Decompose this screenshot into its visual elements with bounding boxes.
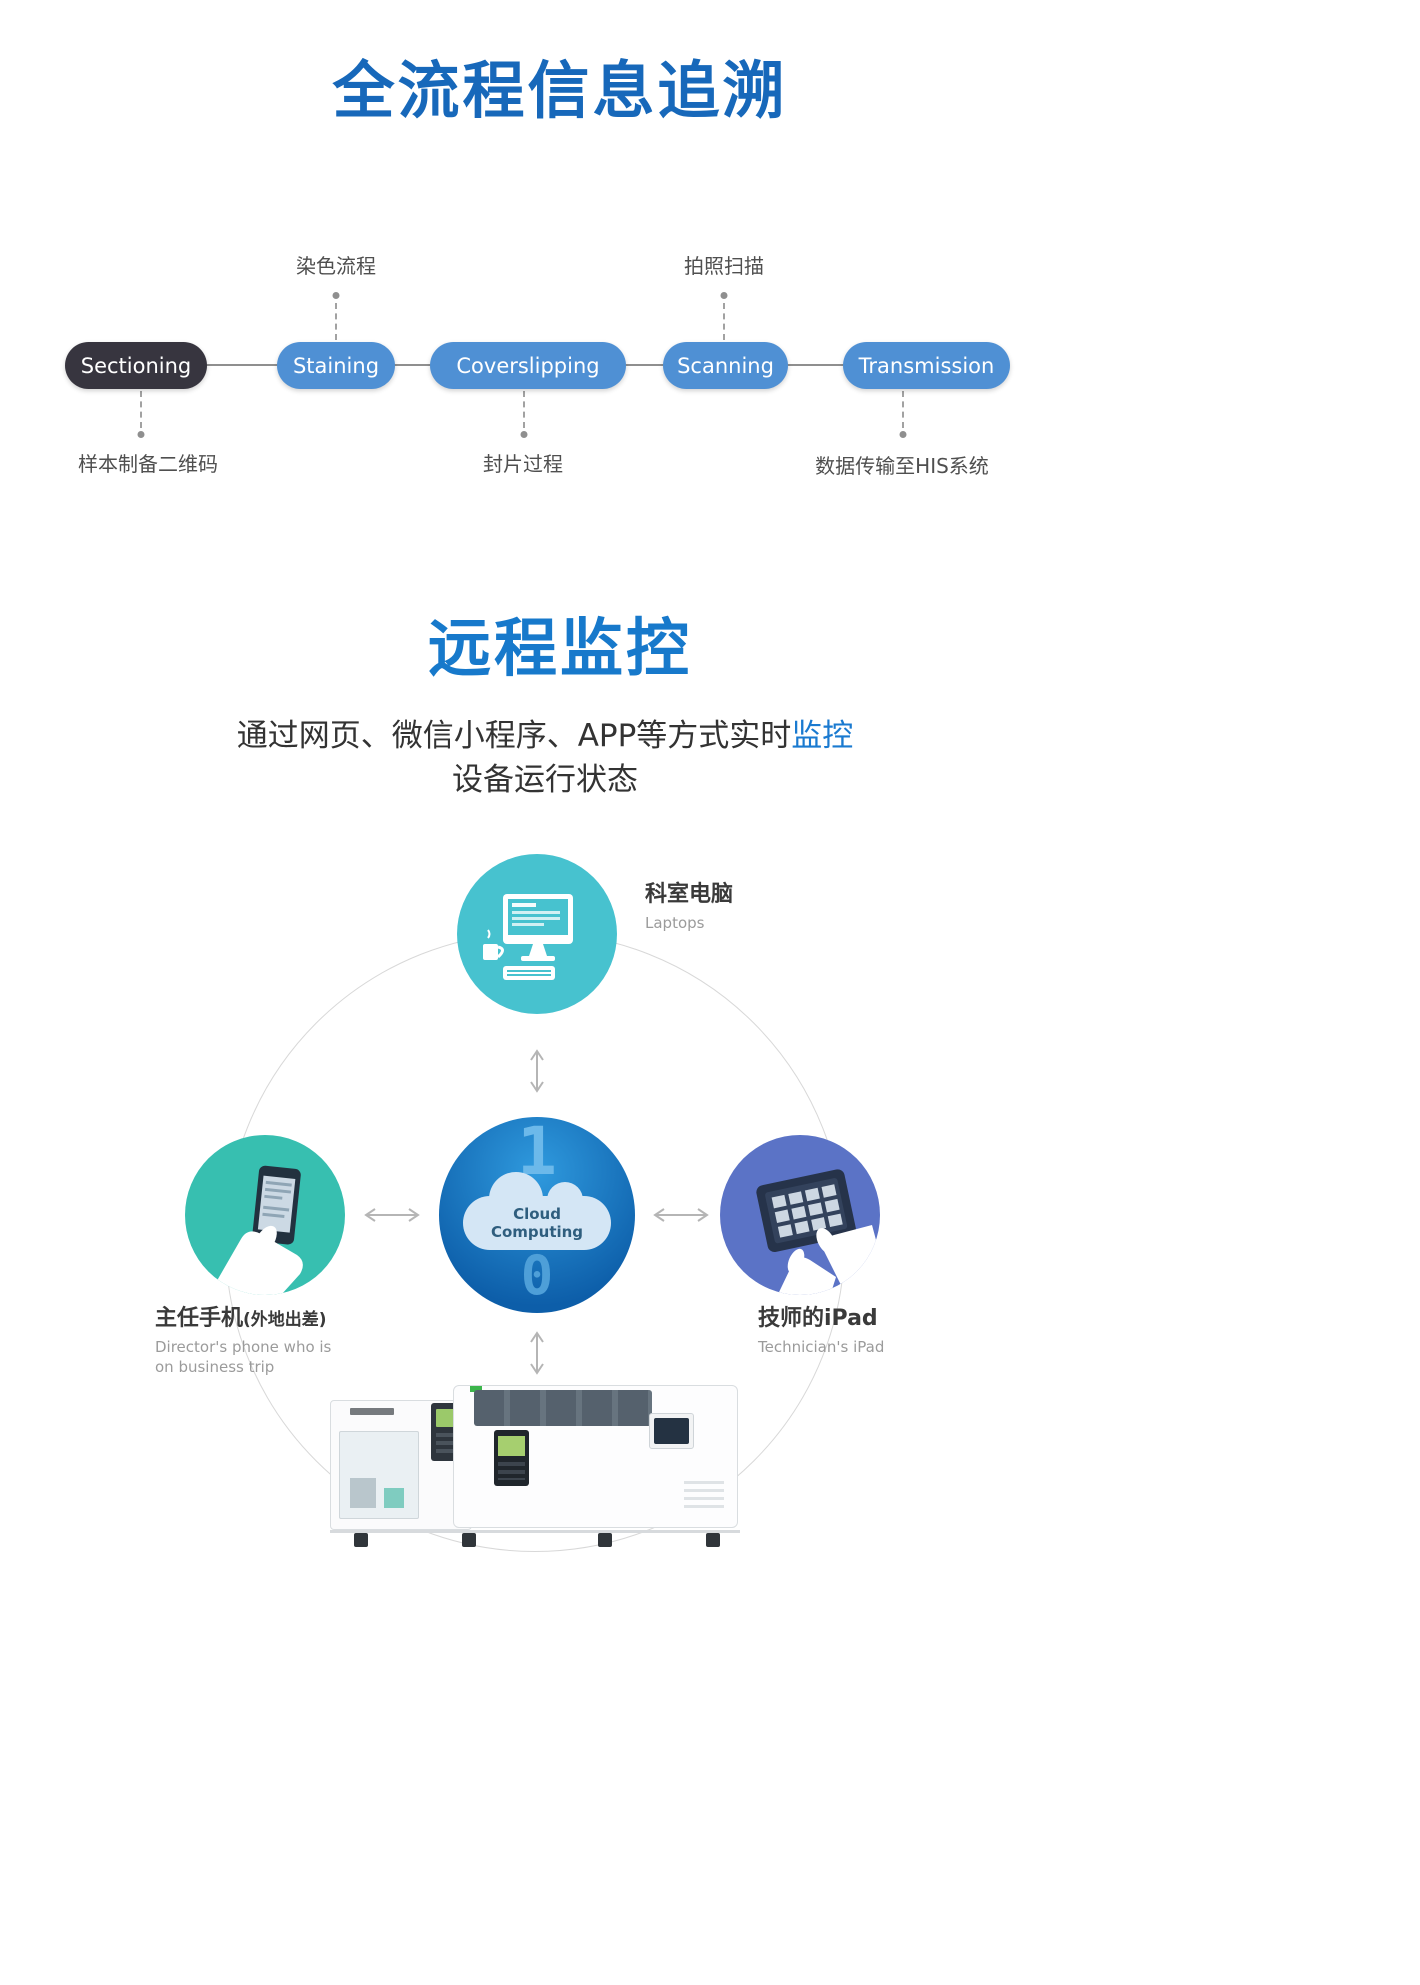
machine-tinted-lid [474, 1390, 652, 1426]
machine-touchscreen-display [654, 1418, 689, 1444]
staining-machine-illustration [330, 1370, 742, 1555]
traceability-title: 全流程信息追溯 [332, 54, 788, 127]
machine-foot [354, 1533, 368, 1547]
arrow-top-to-center [530, 1049, 544, 1093]
machine-logo [350, 1408, 394, 1415]
director-phone-node [185, 1135, 345, 1295]
step-coverslipping: Coverslipping [430, 342, 626, 389]
laptops-label: 科室电脑 Laptops [645, 876, 733, 933]
arrow-center-to-right [653, 1208, 709, 1222]
monitoring-network-diagram: 科室电脑 Laptops 主任手机(外地出差) [0, 850, 1120, 1630]
cloud-computing-node: 1 0 Cloud Computing [439, 1117, 635, 1313]
connector-dashed-line [902, 391, 904, 428]
machine-main-unit [453, 1385, 738, 1528]
subtitle-text: 通过网页、微信小程序、APP等方式实时 [236, 718, 792, 754]
connector-dot [137, 431, 145, 438]
technician-ipad-node [720, 1135, 880, 1295]
connector-dashed-line [140, 391, 142, 428]
note-photo-scanning: 拍照扫描 [684, 254, 764, 278]
cloud-label-line2: Computing [490, 1222, 584, 1241]
step-transmission: Transmission [843, 342, 1010, 389]
machine-glass-door [339, 1431, 419, 1519]
note-his-transmission: 数据传输至HIS系统 [815, 454, 989, 478]
note-staining-process: 染色流程 [296, 254, 376, 278]
machine-base [330, 1530, 740, 1533]
machine-foot [462, 1533, 476, 1547]
step-sectioning: Sectioning [65, 342, 207, 389]
director-phone-subtitle-line1: Director's phone who is [155, 1338, 332, 1356]
connector-dashed-line [523, 391, 525, 428]
technician-ipad-label: 技师的iPad Technician's iPad [758, 1300, 884, 1357]
connector-dot [720, 292, 728, 299]
laptops-subtitle: Laptops [645, 914, 705, 932]
laptops-title: 科室电脑 [645, 882, 734, 907]
connector-dashed-line [335, 303, 337, 340]
machine-interior-part [384, 1488, 404, 1508]
machine-display-keys [498, 1462, 525, 1480]
machine-vents [684, 1481, 724, 1509]
hand-holding-phone-icon [208, 1165, 303, 1295]
machine-left-module [330, 1400, 472, 1530]
monitoring-title: 远程监控 [428, 612, 692, 685]
desktop-computer-icon [483, 894, 573, 980]
note-coverslip-process: 封片过程 [483, 452, 563, 476]
laptops-node [457, 854, 617, 1014]
step-scanning: Scanning [663, 342, 788, 389]
traceability-flow-diagram: 染色流程 拍照扫描 Sectioning Staining Coverslipp… [0, 248, 1120, 498]
cloud-icon: Cloud Computing [463, 1171, 611, 1250]
director-phone-label: 主任手机(外地出差) Director's phone who is on bu… [155, 1300, 331, 1377]
director-phone-title: 主任手机(外地出差) [155, 1300, 331, 1332]
director-phone-title-note: (外地出差) [243, 1310, 327, 1330]
director-phone-subtitle: Director's phone who is on business trip [155, 1337, 331, 1377]
note-sample-qrcode: 样本制备二维码 [78, 452, 218, 476]
cloud-label-line1: Cloud [513, 1204, 561, 1223]
technician-ipad-subtitle: Technician's iPad [758, 1338, 885, 1356]
monitoring-subtitle-line1: 通过网页、微信小程序、APP等方式实时监控 [0, 710, 1090, 755]
connector-dot [332, 292, 340, 299]
arrow-center-to-machine [530, 1331, 544, 1375]
machine-touchscreen [649, 1413, 694, 1449]
machine-interior-part [350, 1478, 376, 1508]
machine-display-panel [494, 1430, 529, 1486]
director-phone-title-text: 主任手机 [155, 1306, 244, 1331]
step-staining: Staining [277, 342, 395, 389]
machine-foot [598, 1533, 612, 1547]
monitoring-subtitle-line2: 设备运行状态 [452, 762, 638, 798]
connector-dashed-line [723, 303, 725, 340]
subtitle-highlight: 监控 [791, 718, 854, 754]
connector-dot [899, 431, 907, 438]
director-phone-subtitle-line2: on business trip [155, 1358, 275, 1376]
hands-on-tablet-icon [756, 1169, 880, 1295]
arrow-left-to-center [364, 1208, 420, 1222]
machine-foot [706, 1533, 720, 1547]
machine-display-screen [498, 1436, 525, 1456]
machine-indicator-light [470, 1386, 482, 1392]
technician-ipad-title: 技师的iPad [758, 1306, 878, 1331]
connector-dot [520, 431, 528, 438]
binary-digit-zero: 0 [520, 1244, 554, 1307]
